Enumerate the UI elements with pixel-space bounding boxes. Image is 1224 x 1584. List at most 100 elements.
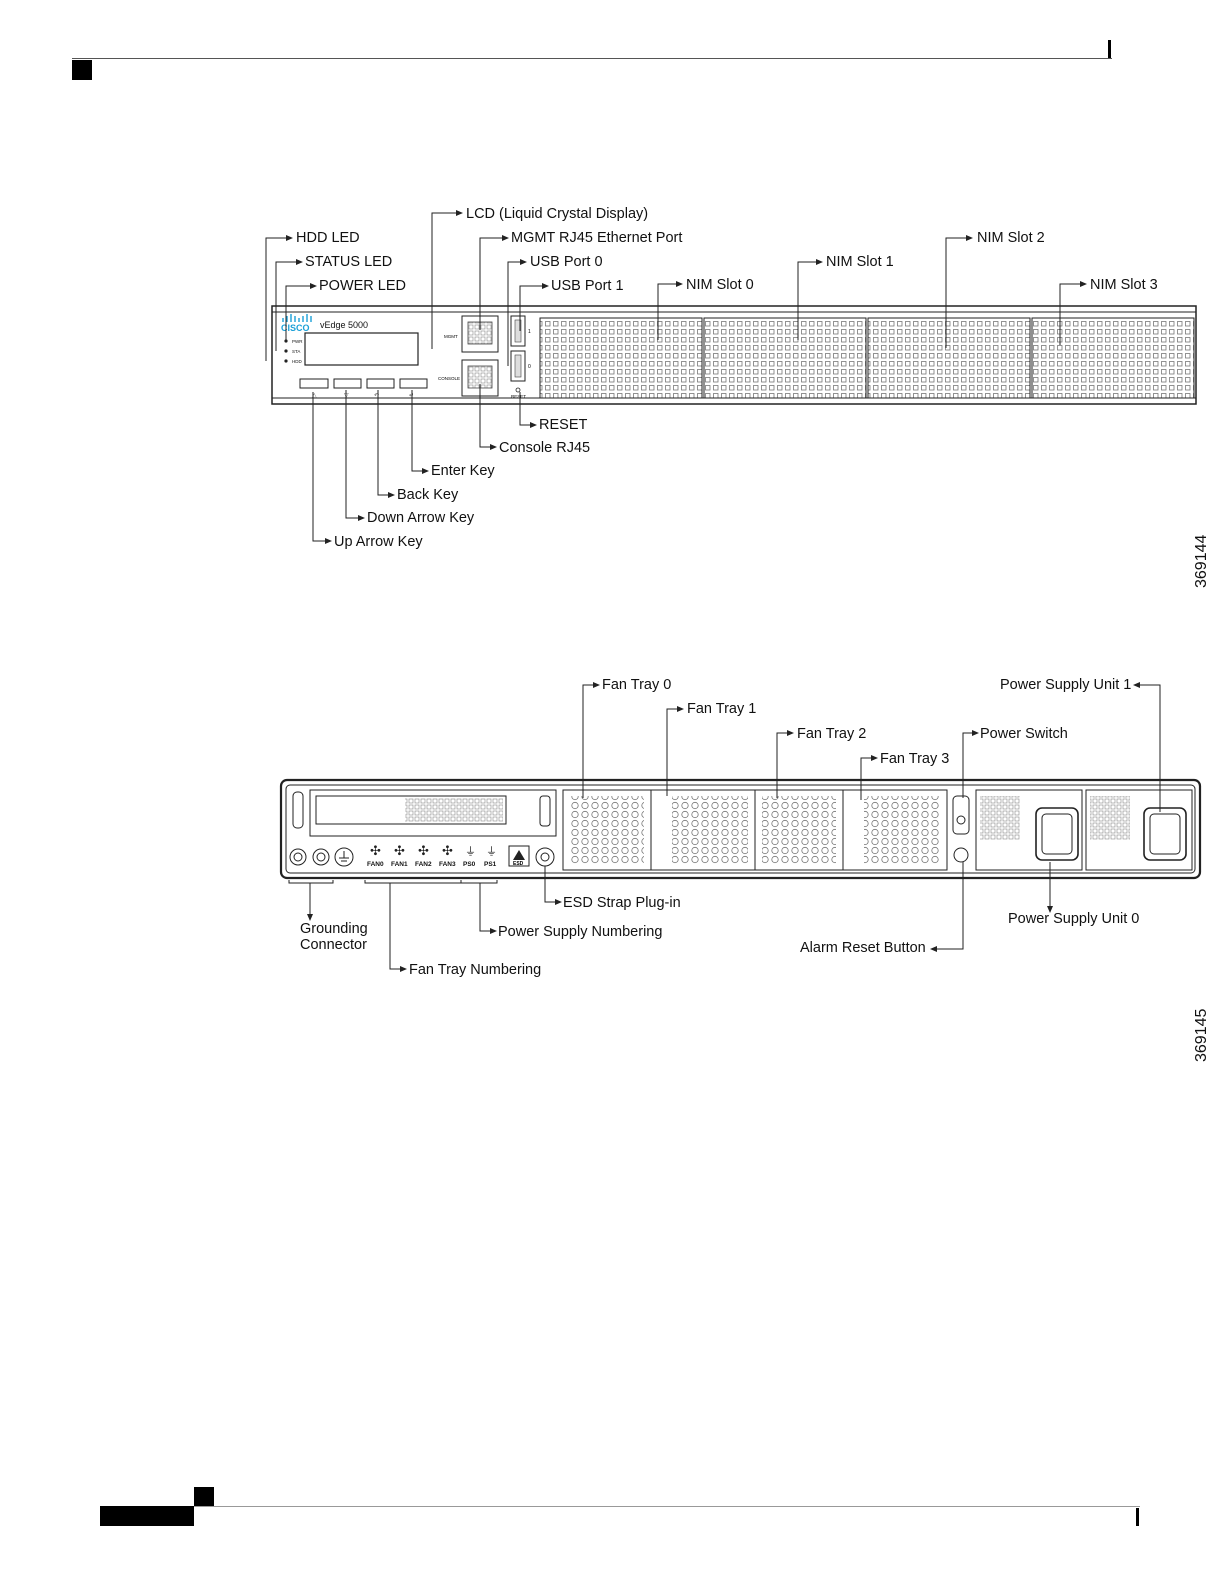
rear-leaders <box>288 684 1161 970</box>
ps1-icon: ⏚ <box>486 845 497 858</box>
rear-handle <box>292 791 304 829</box>
callout-nim-slot-1: NIM Slot 1 <box>826 254 894 270</box>
callout-fan-tray-1: Fan Tray 1 <box>687 701 757 717</box>
rear-arrowheads <box>307 682 1140 972</box>
callout-grounding-line2: Connector <box>300 937 367 953</box>
back-key <box>366 378 395 389</box>
footer-tick <box>1136 1508 1139 1526</box>
callout-power-supply-numbering: Power Supply Numbering <box>498 924 663 940</box>
enter-key <box>399 378 428 389</box>
usb-port-0-slot <box>514 354 522 378</box>
alarm-reset-button[interactable] <box>953 847 969 863</box>
ps0-icon: ⏚ <box>465 845 476 858</box>
usb-port-1-slot <box>514 319 522 343</box>
footer-rule <box>100 1506 1140 1507</box>
callout-console-rj45: Console RJ45 <box>499 440 591 456</box>
fan-tray-1-grill <box>672 796 748 864</box>
header-marker <box>72 60 92 80</box>
status-label-fan0: FAN0 <box>367 861 384 868</box>
header-tick <box>1108 40 1111 58</box>
callout-psu-0: Power Supply Unit 0 <box>1008 911 1140 927</box>
nim-slot-2 <box>867 317 1031 399</box>
usb-1-label: 1 <box>528 329 531 335</box>
callout-fan-tray-numbering: Fan Tray Numbering <box>409 962 542 978</box>
led-label-sta: STA <box>292 349 300 354</box>
reset-port-label: RESET <box>511 394 526 399</box>
callout-hdd-led: HDD LED <box>296 230 360 246</box>
callout-mgmt-port: MGMT RJ45 Ethernet Port <box>511 230 683 246</box>
psu-1-inlet-inner <box>1149 813 1181 855</box>
cisco-logo <box>282 314 312 322</box>
blank-plate-vent <box>405 798 503 822</box>
lcd-display <box>304 332 419 366</box>
nim-slot-3 <box>1031 317 1195 399</box>
esd-strap-plug[interactable] <box>535 847 555 867</box>
front-arrowheads <box>286 210 1087 544</box>
callout-down-arrow-key: Down Arrow Key <box>367 510 475 526</box>
rear-chassis <box>279 778 1202 880</box>
grounding-connector <box>289 847 354 867</box>
fan-status-icons: ✣ ✣ ✣ ✣ <box>370 843 453 858</box>
device-model: vEdge 5000 <box>320 320 368 330</box>
status-label-ps1: PS1 <box>484 861 497 868</box>
footer-block <box>100 1506 194 1526</box>
callout-up-arrow-key: Up Arrow Key <box>334 534 423 550</box>
callout-fan-tray-0: Fan Tray 0 <box>602 677 672 693</box>
nim-slots <box>539 317 1195 399</box>
callout-psu-1: Power Supply Unit 1 <box>1000 677 1132 693</box>
callout-fan-tray-3: Fan Tray 3 <box>880 751 950 767</box>
nim-slot-1 <box>703 317 867 399</box>
down-arrow-key <box>333 378 362 389</box>
callout-power-switch: Power Switch <box>980 726 1068 742</box>
callout-reset: RESET <box>539 417 588 433</box>
callout-fan-tray-2: Fan Tray 2 <box>797 726 867 742</box>
callout-power-led: POWER LED <box>319 278 407 294</box>
psu-0-vent <box>980 796 1020 840</box>
front-keys[interactable] <box>299 378 428 389</box>
callout-grounding-line1: Grounding <box>300 921 368 937</box>
power-switch[interactable] <box>952 795 970 835</box>
fan2-icon: ✣ <box>418 843 429 858</box>
fan-trays <box>562 789 948 871</box>
esd-triangle <box>513 850 525 860</box>
callout-esd-strap: ESD Strap Plug-in <box>563 895 681 911</box>
front-leaders <box>265 212 1080 542</box>
fan-tray-2-grill <box>762 796 836 864</box>
fan-tray-0-grill <box>570 796 644 864</box>
footer-marker <box>194 1487 214 1506</box>
callout-nim-slot-0: NIM Slot 0 <box>686 277 754 293</box>
callout-alarm-reset: Alarm Reset Button <box>800 940 926 956</box>
status-label-fan1: FAN1 <box>391 861 408 868</box>
mgmt-port-label: MGMT <box>444 334 458 339</box>
led-label-pwr: PWR <box>292 339 303 344</box>
up-arrow-key <box>299 378 329 389</box>
ps-status-icons: ⏚ ⏚ <box>465 845 497 858</box>
callout-nim-slot-2: NIM Slot 2 <box>977 230 1045 246</box>
fan3-icon: ✣ <box>442 843 453 858</box>
callout-status-led: STATUS LED <box>305 254 393 270</box>
callout-usb-port-1: USB Port 1 <box>551 278 624 294</box>
status-labels: FAN0 FAN1 FAN2 FAN3 PS0 PS1 <box>367 861 497 868</box>
nim-slot-0 <box>539 317 703 399</box>
reset-button[interactable] <box>515 387 521 393</box>
brand-text: CISCO <box>281 323 310 333</box>
fan-tray-3-grill <box>864 796 940 864</box>
blank-plate-latch <box>539 795 551 827</box>
fan1-icon: ✣ <box>394 843 405 858</box>
usb-0-label: 0 <box>528 364 531 370</box>
figure-id-rear: 369145 <box>1193 1008 1210 1062</box>
status-label-ps0: PS0 <box>463 861 476 868</box>
fan0-icon: ✣ <box>370 843 381 858</box>
up-arrow-glyph: △ <box>312 393 317 399</box>
esd-icon-label: ESD <box>513 861 524 867</box>
callout-usb-port-0: USB Port 0 <box>530 254 603 270</box>
back-glyph: ↶ <box>374 392 379 399</box>
esd-strap-plug-center <box>540 852 550 862</box>
console-port-label: CONSOLE <box>438 376 460 381</box>
callout-enter-key: Enter Key <box>431 463 495 479</box>
psu-1-vent <box>1090 796 1130 840</box>
header-rule <box>72 58 1112 59</box>
callout-back-key: Back Key <box>397 487 459 503</box>
